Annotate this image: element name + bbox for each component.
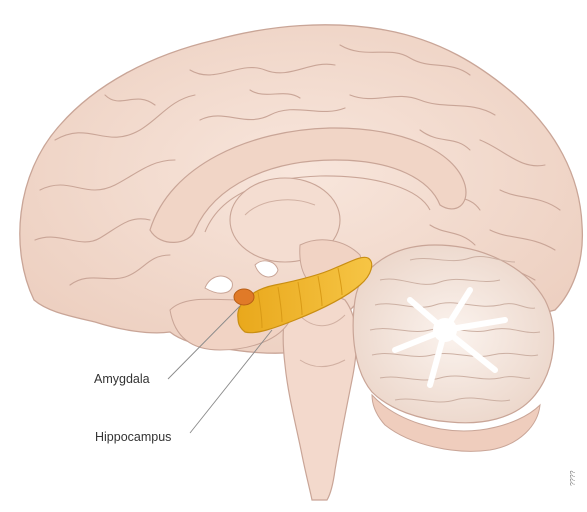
amygdala-label: Amygdala bbox=[94, 372, 150, 386]
amygdala bbox=[234, 289, 254, 305]
hippocampus-label: Hippocampus bbox=[95, 430, 171, 444]
image-credit: ???? bbox=[570, 470, 577, 486]
